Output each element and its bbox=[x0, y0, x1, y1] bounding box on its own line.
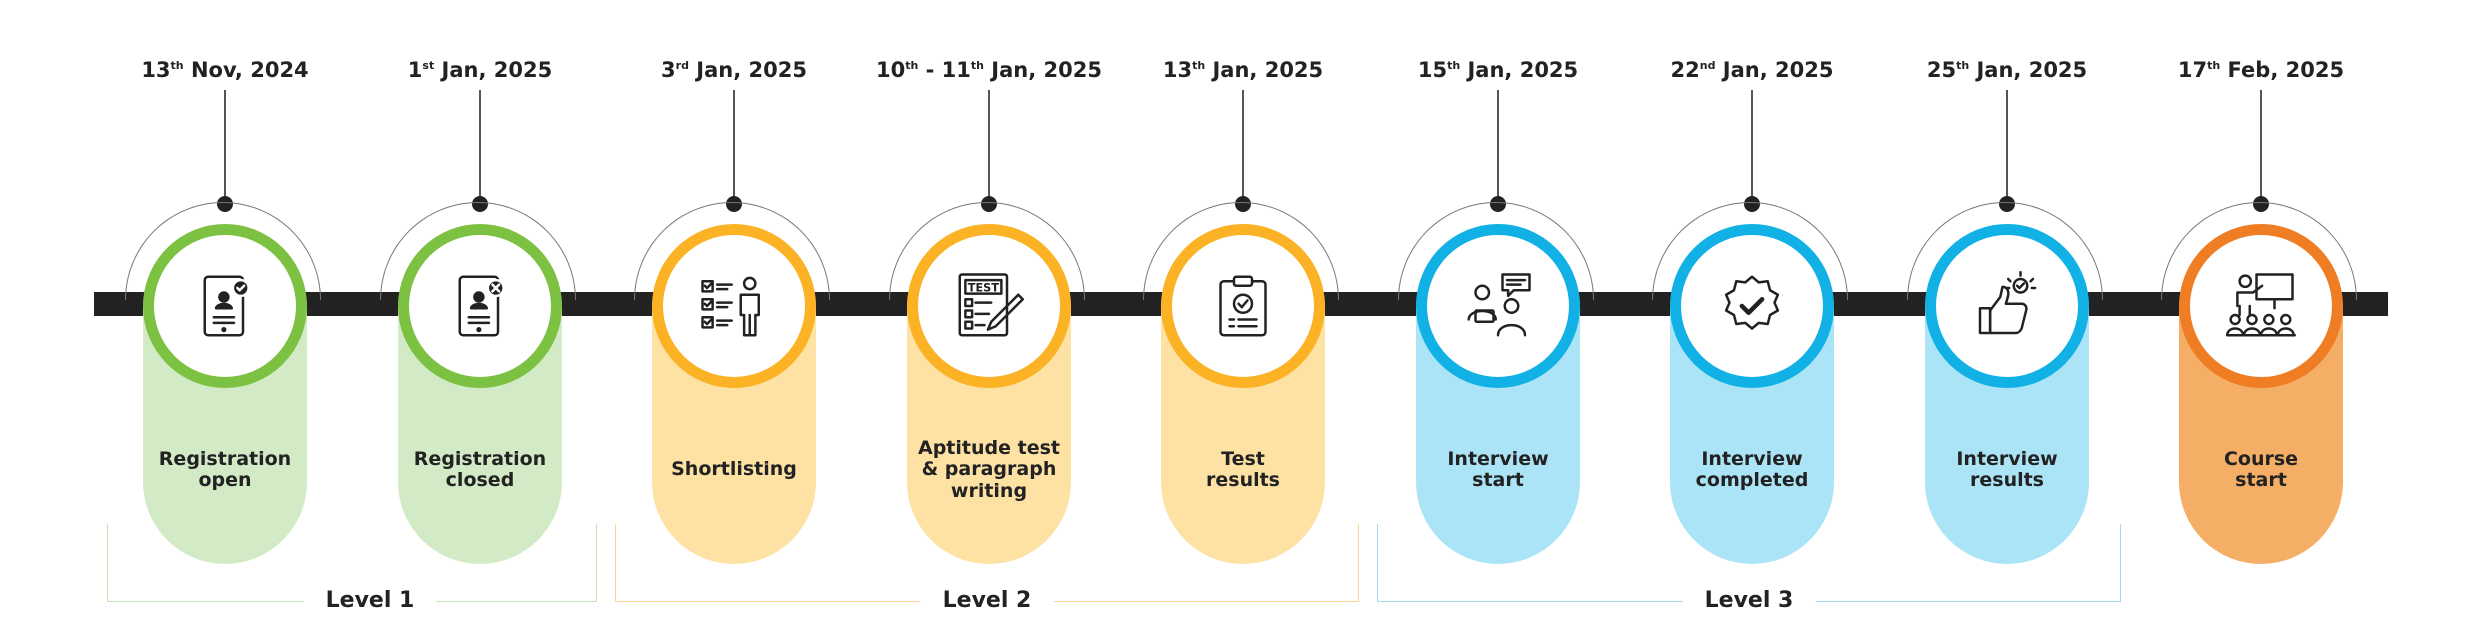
step-ring bbox=[1416, 224, 1580, 388]
date-rest: Feb, 2025 bbox=[2220, 58, 2345, 82]
level-label: Level 2 bbox=[920, 586, 1054, 616]
date-ordinal: st bbox=[422, 59, 435, 72]
connector-line bbox=[988, 90, 990, 202]
classroom-teacher-icon bbox=[2225, 270, 2297, 342]
date-day: 3 bbox=[661, 58, 676, 82]
connector-line bbox=[1751, 90, 1753, 202]
date-day: 25 bbox=[1926, 58, 1957, 82]
step-ring bbox=[1925, 224, 2089, 388]
date-rest: Jan, 2025 bbox=[1715, 58, 1834, 82]
step-date: 17th Feb, 2025 bbox=[2119, 58, 2403, 82]
connector-line bbox=[1242, 90, 1244, 202]
date-day: 10 bbox=[876, 58, 906, 82]
date-day: 15 bbox=[1417, 58, 1448, 82]
date-ordinal: th bbox=[170, 59, 184, 72]
date-ordinal: th bbox=[1956, 59, 1970, 72]
step-ring bbox=[1670, 224, 1834, 388]
date-rest: Jan, 2025 bbox=[434, 58, 553, 82]
badge-check-icon bbox=[1716, 270, 1788, 342]
step-ring bbox=[398, 224, 562, 388]
connector-line bbox=[1497, 90, 1499, 202]
step-date: 10th - 11th Jan, 2025 bbox=[847, 58, 1131, 82]
step-label: Shortlisting bbox=[671, 458, 797, 481]
checklist-person-icon bbox=[698, 270, 770, 342]
date-ordinal: th bbox=[1447, 59, 1461, 72]
date-ordinal: rd bbox=[675, 59, 689, 72]
step-label: Aptitude test & paragraph writing bbox=[918, 437, 1060, 502]
step-date: 13th Jan, 2025 bbox=[1101, 58, 1385, 82]
date-rest: Jan, 2025 bbox=[1460, 58, 1579, 82]
clipboard-check-icon bbox=[1207, 270, 1279, 342]
tablet-user-x-icon bbox=[444, 270, 516, 342]
step-label: Registration closed bbox=[413, 447, 547, 491]
level-label: Level 3 bbox=[1682, 586, 1816, 616]
step-label: Interview start bbox=[1447, 447, 1549, 491]
step-ring bbox=[652, 224, 816, 388]
step-date: 3rd Jan, 2025 bbox=[592, 58, 876, 82]
step-label: Course start bbox=[2223, 447, 2299, 491]
interview-people-icon bbox=[1462, 270, 1534, 342]
connector-line bbox=[224, 90, 226, 202]
step-ring bbox=[143, 224, 307, 388]
date-day: 17 bbox=[2177, 58, 2208, 82]
date-day: 13 bbox=[1162, 58, 1193, 82]
step-date: 13th Nov, 2024 bbox=[83, 58, 367, 82]
date-rest: - 11 bbox=[918, 58, 971, 82]
connector-line bbox=[733, 90, 735, 202]
date-ordinal: th bbox=[905, 59, 919, 72]
test-paper-pencil-icon: TEST bbox=[953, 270, 1025, 342]
step-label: Interview results bbox=[1956, 447, 2058, 491]
date-rest: Jan, 2025 bbox=[1205, 58, 1324, 82]
step-date: 22nd Jan, 2025 bbox=[1610, 58, 1894, 82]
level-label: Level 1 bbox=[303, 586, 437, 616]
thumbs-up-icon bbox=[1971, 270, 2043, 342]
svg-text:TEST: TEST bbox=[968, 281, 999, 294]
connector-line bbox=[479, 90, 481, 202]
date-rest: Jan, 2025 bbox=[984, 58, 1102, 82]
connector-line bbox=[2006, 90, 2008, 202]
step-date: 25th Jan, 2025 bbox=[1865, 58, 2149, 82]
date-rest: Jan, 2025 bbox=[688, 58, 807, 82]
date-ordinal: th bbox=[970, 59, 984, 72]
date-ordinal: nd bbox=[1699, 59, 1716, 72]
step-label: Interview completed bbox=[1695, 447, 1809, 491]
date-rest: Nov, 2024 bbox=[183, 58, 309, 82]
date-rest: Jan, 2025 bbox=[1969, 58, 2088, 82]
step-label: Test results bbox=[1206, 447, 1280, 491]
connector-line bbox=[2260, 90, 2262, 202]
step-ring bbox=[2179, 224, 2343, 388]
step-date: 15th Jan, 2025 bbox=[1356, 58, 1640, 82]
step-ring: TEST bbox=[907, 224, 1071, 388]
date-day: 13 bbox=[141, 58, 171, 82]
step-date: 1st Jan, 2025 bbox=[338, 58, 622, 82]
date-ordinal: th bbox=[1192, 59, 1206, 72]
step-ring bbox=[1161, 224, 1325, 388]
date-day: 1 bbox=[407, 58, 423, 82]
tablet-user-check-icon bbox=[189, 270, 261, 342]
date-day: 22 bbox=[1670, 58, 1700, 82]
date-ordinal: th bbox=[2207, 59, 2221, 72]
step-label: Registration open bbox=[158, 447, 292, 491]
